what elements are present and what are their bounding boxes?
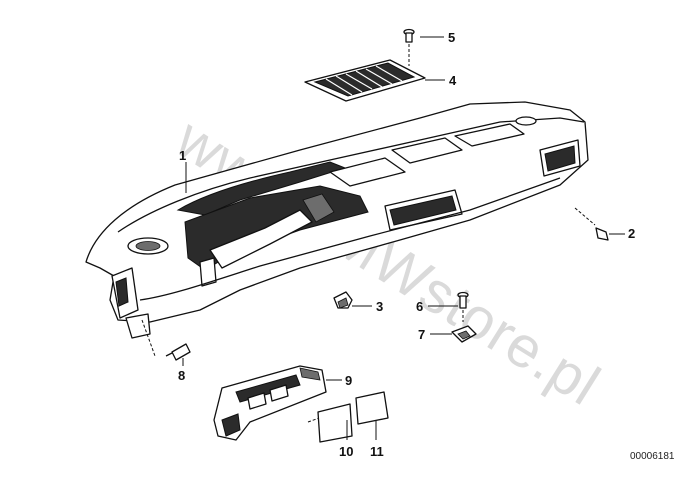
bolt xyxy=(457,291,469,322)
callout-label: 1 xyxy=(179,148,186,163)
callout-label: 11 xyxy=(370,444,384,459)
callout-leaders xyxy=(182,36,625,440)
callout-label: 9 xyxy=(345,373,352,388)
cover-plate xyxy=(307,403,353,443)
bracket xyxy=(213,365,327,441)
callout-label: 5 xyxy=(448,30,455,45)
speaker-grille xyxy=(304,59,426,102)
callout-label: 2 xyxy=(628,226,635,241)
callout-label: 8 xyxy=(178,368,185,383)
round-vent xyxy=(515,116,537,126)
callout-label: 3 xyxy=(376,299,383,314)
callout-label: 10 xyxy=(339,444,353,459)
callout-label: 7 xyxy=(418,327,425,342)
nut-clip xyxy=(451,325,477,343)
cover-plate xyxy=(355,391,389,425)
clip xyxy=(574,207,609,241)
callout-label: 6 xyxy=(416,299,423,314)
dashboard-trim xyxy=(85,101,589,339)
expanding-rivet xyxy=(333,291,353,309)
bolt xyxy=(141,319,191,361)
document-id: 00006181 xyxy=(630,451,675,462)
screw xyxy=(403,28,415,66)
callout-label: 4 xyxy=(449,73,457,88)
